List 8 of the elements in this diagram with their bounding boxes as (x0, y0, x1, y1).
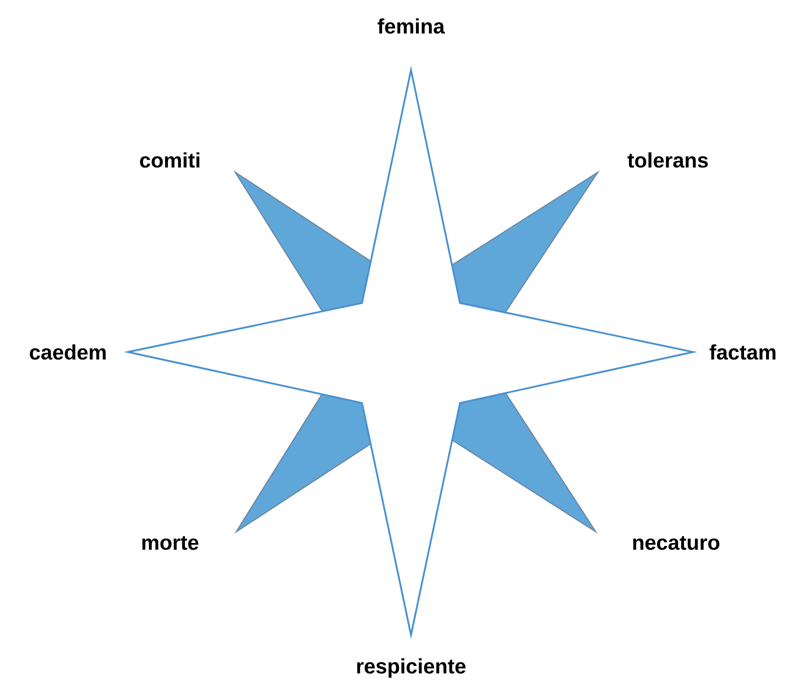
direction-label: comiti (140, 152, 200, 168)
direction-label: caedem (30, 344, 106, 360)
direction-label: tolerans (628, 152, 708, 168)
direction-label: factam (710, 344, 776, 360)
direction-label: morte (142, 536, 198, 550)
direction-label: femina (378, 18, 445, 34)
direction-label: respiciente (357, 658, 466, 678)
direction-label: necaturo (633, 536, 720, 550)
